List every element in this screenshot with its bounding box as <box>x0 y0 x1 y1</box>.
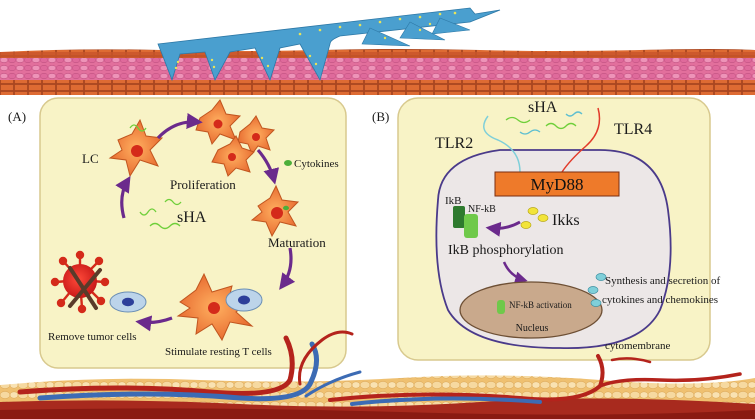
panel-a: (A) LC Proliferation Cytokines sHA <box>8 97 347 369</box>
cytokines-label: Cytokines <box>294 158 339 170</box>
sha-fragments-b <box>505 111 583 135</box>
lc-label: LC <box>82 151 99 166</box>
panel-a-letter: (A) <box>8 109 26 124</box>
arrow-ikks-to-ikb <box>485 220 521 237</box>
panel-b: (B) TLR2 TLR4 sHA MyD88 IkB NF-kB Ikk <box>372 97 721 361</box>
ikks-label: Ikks <box>552 212 580 229</box>
tumor-cell <box>50 250 147 314</box>
cycle-arrows <box>115 113 296 332</box>
ikb-phosphorylation-label: IkB phosphorylation <box>448 243 564 258</box>
ikb-block <box>453 206 465 228</box>
tlr2-receptor <box>483 115 521 173</box>
synthesis-line2: cytokines and chemokines <box>602 294 718 306</box>
remove-tumor-label: Remove tumor cells <box>48 331 137 343</box>
epidermis-layer <box>0 49 755 95</box>
myd88-label: MyD88 <box>531 175 584 194</box>
panel-b-letter: (B) <box>372 109 389 124</box>
tlr2-label: TLR2 <box>435 135 473 152</box>
langerhans-cell <box>108 118 164 178</box>
arrow-lc-to-proliferation <box>156 113 203 140</box>
arrow-to-nucleus <box>502 261 528 284</box>
stimulate-t-cells-label: Stimulate resting T cells <box>165 346 272 358</box>
nucleus <box>459 281 603 339</box>
sha-fragments-a <box>129 124 182 230</box>
synthesis-line1: Synthesis and secretion of <box>605 275 721 287</box>
secretion-vesicles <box>587 273 607 307</box>
proliferation-label: Proliferation <box>170 177 236 192</box>
arrow-proliferation-to-maturation <box>256 148 280 185</box>
t-cell-stimulation <box>176 272 263 342</box>
maturation-label: Maturation <box>268 235 326 250</box>
sha-label-a: sHA <box>177 209 207 226</box>
nucleus-label: Nucleus <box>516 323 549 334</box>
nfkb-activation-label: NF-kB activation <box>509 300 572 310</box>
arrow-tcells-to-tumor <box>135 315 173 332</box>
nfkb-label: NF-kB <box>468 204 496 215</box>
arrow-maturation-to-tcells <box>279 247 296 290</box>
maturing-cell <box>250 184 300 238</box>
cytomembrane-label: cytomembrane <box>605 340 670 352</box>
ikb-label: IkB <box>445 195 462 207</box>
nfkb-block <box>464 214 478 238</box>
arrow-sha-to-lc <box>115 175 131 219</box>
proliferation-cells <box>195 99 276 177</box>
ikks-molecules <box>520 207 549 229</box>
hyaluronan-microneedle-patch <box>157 7 501 82</box>
sha-label-b: sHA <box>528 99 558 116</box>
cytokine-dot <box>284 160 292 166</box>
tlr4-label: TLR4 <box>614 121 652 138</box>
blood-vessels <box>17 330 742 406</box>
myd88-box <box>494 171 620 197</box>
tlr4-receptor <box>561 107 601 173</box>
nfkb-in-nucleus <box>497 300 505 314</box>
